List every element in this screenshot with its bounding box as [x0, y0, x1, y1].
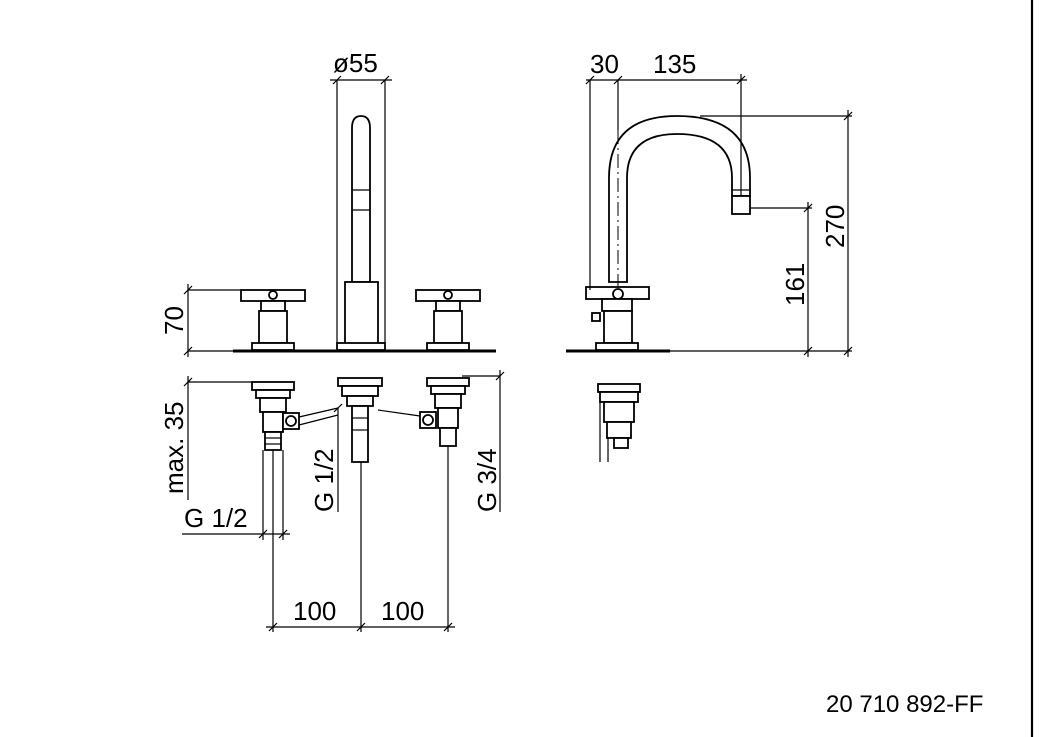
- dim-handle-height: 70: [159, 306, 189, 335]
- dim-spout-reach: 135: [653, 49, 696, 79]
- dim-total-height: 270: [820, 205, 850, 248]
- front-view: [233, 115, 496, 632]
- front-right-handle: [377, 289, 481, 447]
- product-code: 20 710 892-FF: [826, 691, 983, 718]
- side-dimensions: 30 135 270 161: [585, 49, 853, 357]
- dim-hose-thread: G 3/4: [472, 448, 502, 512]
- side-view: [566, 115, 751, 462]
- dim-inlet-thread: G 1/2: [184, 503, 248, 533]
- front-left-handle: [240, 289, 339, 451]
- side-spout: [608, 115, 751, 283]
- dim-spout-diameter: ø55: [333, 48, 378, 78]
- dim-spacing-left: 100: [293, 596, 336, 626]
- front-dimensions: ø55 70 max. 35 G 1/2 G 1/2 G 3/4 100: [159, 48, 505, 632]
- dim-outlet-thread: G 1/2: [309, 448, 339, 512]
- dim-spacing-right: 100: [381, 596, 424, 626]
- dim-spout-outlet-height: 161: [780, 263, 810, 306]
- front-spout: [336, 115, 386, 463]
- dim-max-deck-thickness: max. 35: [159, 402, 189, 495]
- dim-spout-offset: 30: [590, 49, 619, 79]
